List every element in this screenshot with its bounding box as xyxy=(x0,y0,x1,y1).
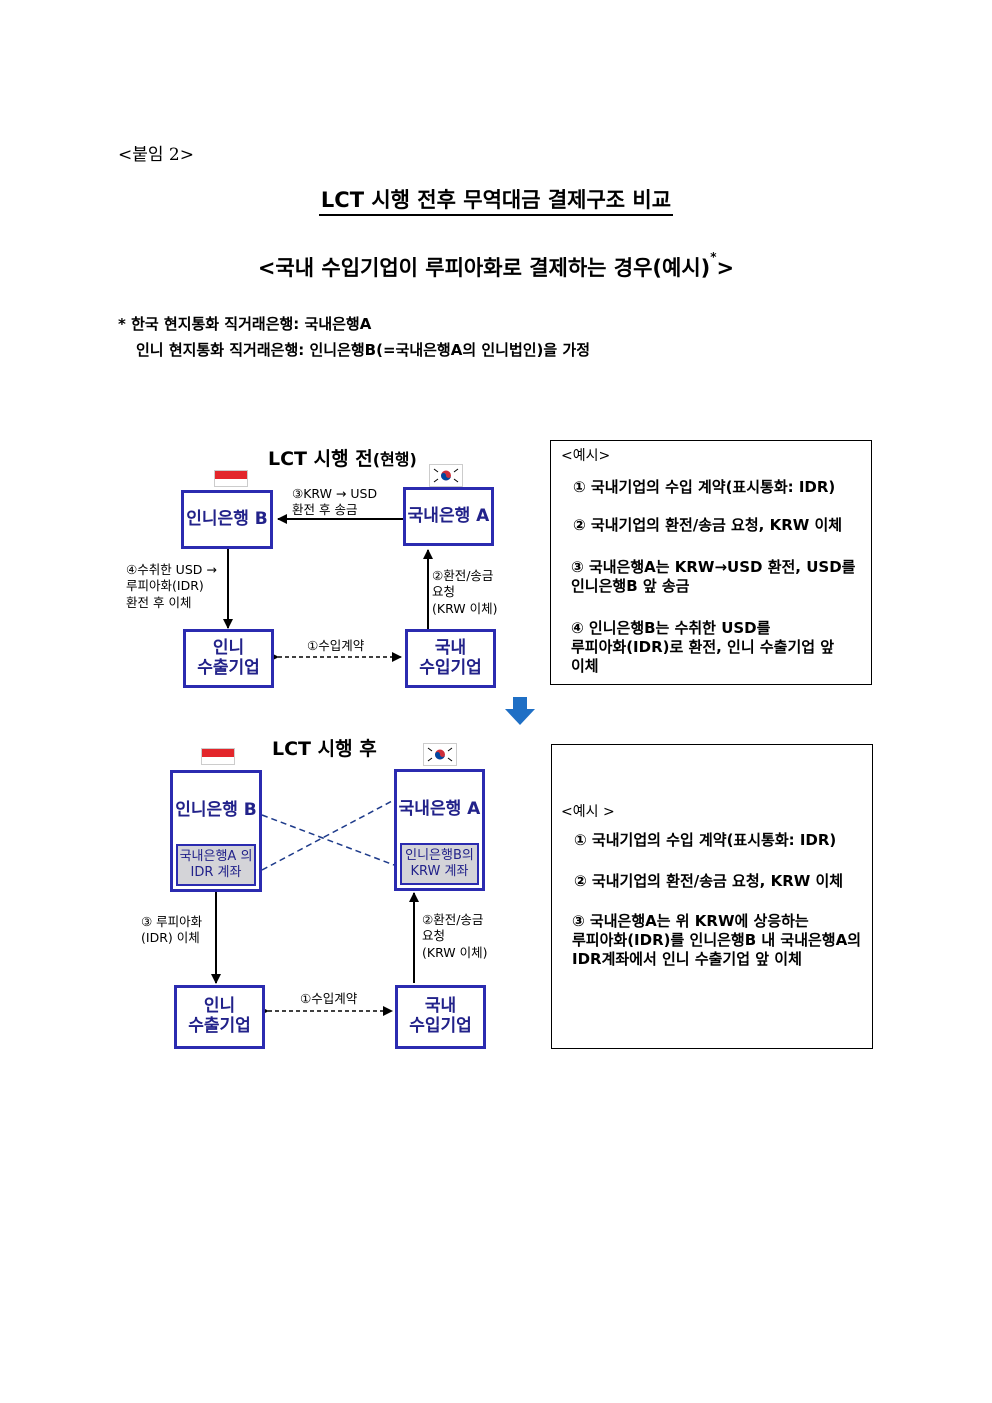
after-acct-b-line2: IDR 계좌 xyxy=(190,865,242,880)
after-example-item3: ③ 국내은행A는 위 KRW에 상응하는 루피아화(IDR)를 인니은행B 내 … xyxy=(572,912,861,968)
note-line-1: * 한국 현지통화 직거래은행: 국내은행A xyxy=(118,315,372,333)
dashed-cross-1 xyxy=(261,814,395,866)
before-step3-label: ③KRW → USD 환전 후 송금 xyxy=(292,486,377,519)
after-importer: 국내 수입기업 xyxy=(395,985,486,1049)
before-importer: 국내 수입기업 xyxy=(405,629,496,688)
before-example-item4-line3: 이체 xyxy=(571,656,599,675)
before-bank-a: 국내은행 A xyxy=(403,487,494,546)
before-example-box: <예시> ① 국내기업의 수입 계약(표시통화: IDR) ② 국내기업의 환전… xyxy=(550,440,872,685)
after-importer-line2: 수입기업 xyxy=(409,1016,472,1036)
before-step3-line1: ③KRW → USD xyxy=(292,486,378,501)
after-step2-line1: ②환전/송금 xyxy=(422,912,484,927)
after-exporter: 인니 수출기업 xyxy=(174,985,265,1049)
attachment-label: <붙임 2> xyxy=(118,145,194,165)
after-step2-line3: (KRW 이체) xyxy=(422,944,488,960)
before-step2-line3: (KRW 이체) xyxy=(432,600,498,616)
document-subtitle: <국내 수입기업이 루피아화로 결제하는 경우(예시)*> xyxy=(0,250,992,282)
before-importer-line2: 수입기업 xyxy=(419,657,482,678)
note-line-2: 인니 현지통화 직거래은행: 인니은행B(=국내은행A의 인니법인)을 가정 xyxy=(136,341,591,359)
after-example-item1: ① 국내기업의 수입 계약(표시통화: IDR) xyxy=(574,831,837,849)
before-step4-line3: 환전 후 이체 xyxy=(126,594,192,610)
before-example-item4: ④ 인니은행B는 수취한 USD를 루피아화(IDR)로 환전, 인니 수출기업… xyxy=(571,619,834,675)
after-example-item3-line1: ③ 국내은행A는 위 KRW에 상응하는 xyxy=(572,912,809,930)
before-importer-line1: 국내 xyxy=(434,637,467,658)
after-step2-label: ②환전/송금 요청 (KRW 이체) xyxy=(422,912,487,961)
after-step3-label: ③ 루피아화 (IDR) 이체 xyxy=(141,914,202,947)
after-acct-a-line2: KRW 계좌 xyxy=(410,864,469,879)
before-example-item3: ③ 국내은행A는 KRW→USD 환전, USD를 인니은행B 앞 송금 xyxy=(571,558,855,596)
before-example-item4-line2: 루피아화(IDR)로 환전, 인니 수출기업 앞 xyxy=(571,637,835,656)
after-bank-a-label: 국내은행 A xyxy=(398,799,481,819)
before-step4-label: ④수취한 USD → 루피아화(IDR) 환전 후 이체 xyxy=(126,562,217,611)
after-bank-b-idr-account: 국내은행A 의 IDR 계좌 xyxy=(176,844,256,886)
before-exporter-line1: 인니 xyxy=(212,637,245,658)
before-step2-line2: 요청 xyxy=(432,584,456,600)
after-exporter-line2: 수출기업 xyxy=(188,1016,251,1036)
before-step4-line1: ④수취한 USD → xyxy=(126,562,217,577)
before-example-heading: <예시> xyxy=(561,448,611,464)
korea-flag-icon xyxy=(429,464,463,487)
subtitle-footnote-mark: * xyxy=(710,250,717,264)
after-bank-b-label: 인니은행 B xyxy=(175,800,257,820)
before-example-item3-line2: 인니은행B 앞 송금 xyxy=(571,576,690,595)
after-exporter-line1: 인니 xyxy=(203,996,236,1017)
before-step3-line2: 환전 후 송금 xyxy=(292,502,358,518)
indonesia-flag-icon xyxy=(201,748,235,765)
before-step2-line1: ②환전/송금 xyxy=(432,568,494,583)
after-bank-a: 국내은행 A 인니은행B의 KRW 계좌 xyxy=(394,769,485,891)
after-example-heading: <예시 > xyxy=(561,804,615,820)
after-diagram-title: LCT 시행 후 xyxy=(272,738,377,760)
after-bank-b: 인니은행 B 국내은행A 의 IDR 계좌 xyxy=(170,770,262,892)
document-title-text: LCT 시행 전후 무역대금 결제구조 비교 xyxy=(318,188,674,216)
after-example-item2: ② 국내기업의 환전/송금 요청, KRW 이체 xyxy=(574,872,844,890)
before-step1-label: ①수입계약 xyxy=(307,638,365,653)
before-exporter: 인니 수출기업 xyxy=(183,629,274,688)
after-step3-line1: ③ 루피아화 xyxy=(141,914,203,929)
korea-flag-icon xyxy=(423,743,457,766)
before-example-item2: ② 국내기업의 환전/송금 요청, KRW 이체 xyxy=(573,516,843,534)
before-title-suffix: (현행) xyxy=(372,450,417,469)
after-example-item3-line3: IDR계좌에서 인니 수출기업 앞 이체 xyxy=(572,949,802,968)
before-exporter-line2: 수출기업 xyxy=(197,657,260,678)
before-diagram-title: LCT 시행 전(현행) xyxy=(268,444,417,471)
subtitle-end: > xyxy=(716,256,735,280)
document-title: LCT 시행 전후 무역대금 결제구조 비교 xyxy=(0,184,992,216)
before-example-item3-line1: ③ 국내은행A는 KRW→USD 환전, USD를 xyxy=(571,558,856,576)
before-step2-label: ②환전/송금 요청 (KRW 이체) xyxy=(432,568,497,617)
before-step4-line2: 루피아화(IDR) xyxy=(126,578,204,594)
before-example-item4-line1: ④ 인니은행B는 수취한 USD를 xyxy=(571,619,771,637)
subtitle-text: <국내 수입기업이 루피아화로 결제하는 경우(예시) xyxy=(257,256,711,280)
after-bank-a-krw-account: 인니은행B의 KRW 계좌 xyxy=(400,843,479,885)
after-step3-line2: (IDR) 이체 xyxy=(141,930,200,946)
before-bank-b: 인니은행 B xyxy=(181,490,273,549)
after-acct-b-line1: 국내은행A 의 xyxy=(179,848,253,864)
indonesia-flag-icon xyxy=(214,470,248,487)
before-example-item1: ① 국내기업의 수입 계약(표시통화: IDR) xyxy=(573,478,836,496)
before-title-text: LCT 시행 전 xyxy=(268,448,373,470)
after-acct-a-line1: 인니은행B의 xyxy=(405,847,474,863)
after-step1-label: ①수입계약 xyxy=(300,991,358,1006)
after-example-item3-line2: 루피아화(IDR)를 인니은행B 내 국내은행A의 xyxy=(572,930,862,949)
after-example-box: <예시 > ① 국내기업의 수입 계약(표시통화: IDR) ② 국내기업의 환… xyxy=(551,744,873,1049)
down-arrow-icon xyxy=(505,697,535,725)
after-importer-line1: 국내 xyxy=(424,996,457,1017)
after-step2-line2: 요청 xyxy=(422,928,446,944)
dashed-cross-2 xyxy=(261,799,395,871)
